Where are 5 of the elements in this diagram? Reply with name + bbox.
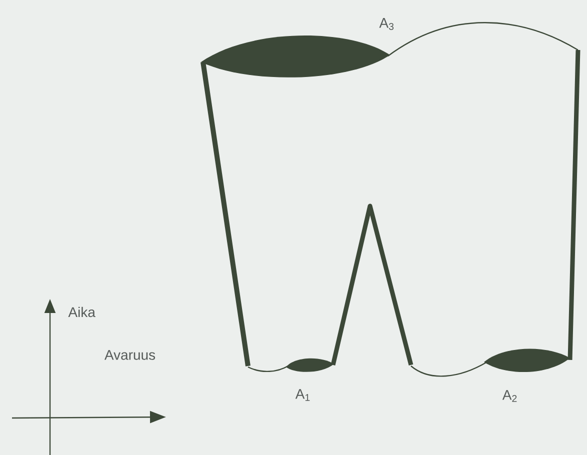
- axis-label: Aika: [68, 306, 96, 318]
- axis-label: Avaruus: [104, 350, 156, 360]
- surface-label: A$_{1}$: [295, 389, 310, 401]
- surface-label: A$_{2}$: [502, 390, 517, 402]
- surface-label: A$_{3}$: [379, 18, 394, 30]
